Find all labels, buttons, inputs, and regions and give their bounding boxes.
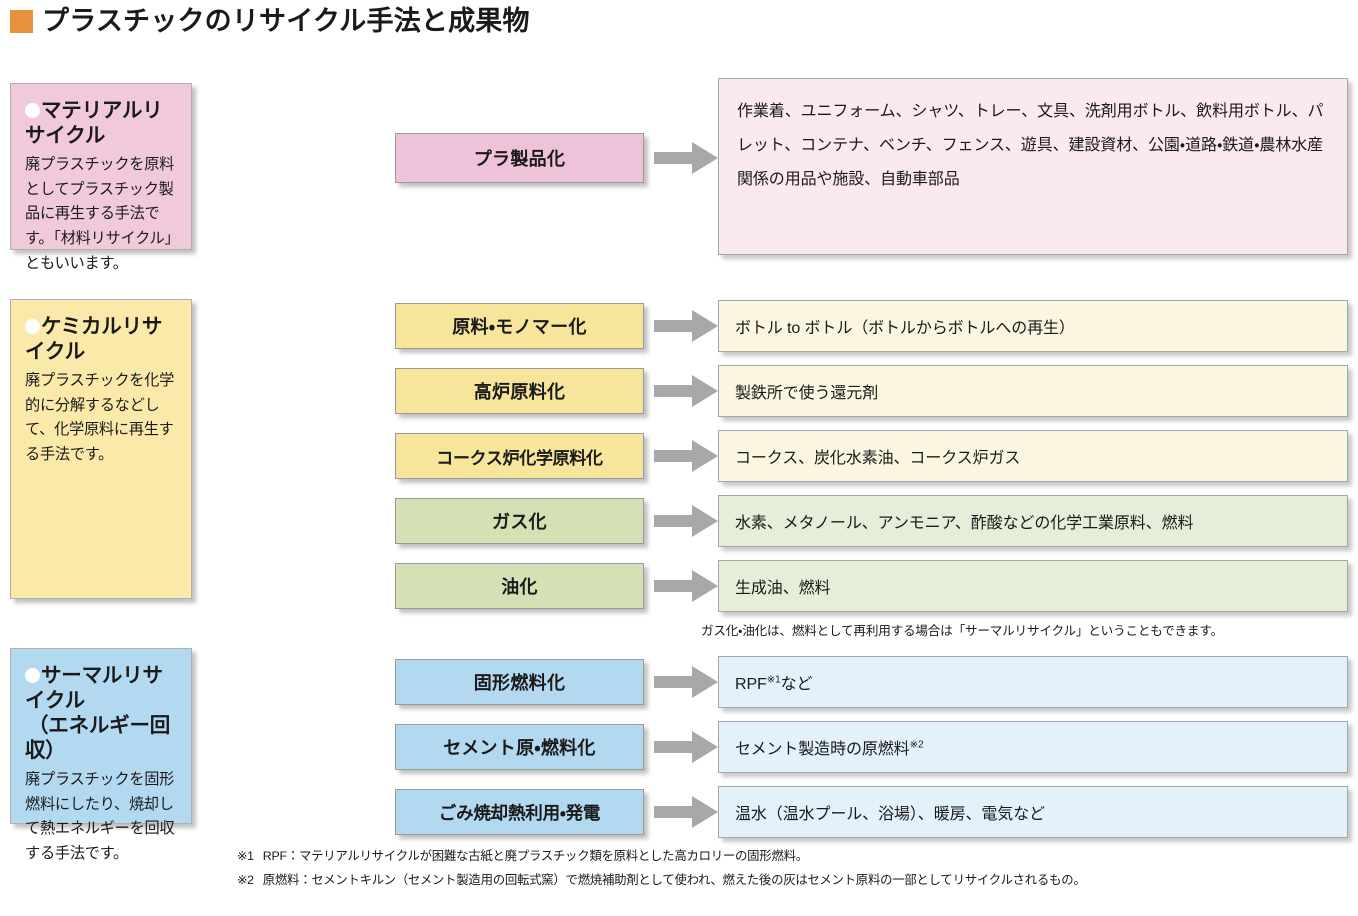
arrow-icon-chemical-0 [654, 309, 718, 343]
method-box-label: ガス化 [492, 512, 547, 532]
result-box-chemical-3: 水素、メタノール、アンモニア、酢酸などの化学工業原料、燃料 [718, 495, 1348, 547]
result-box-text: 水素、メタノール、アンモニア、酢酸などの化学工業原料、燃料 [735, 515, 1194, 532]
method-box-label: 油化 [501, 577, 538, 597]
method-box-label: 原料・モノマー化 [452, 317, 587, 337]
method-box-label: プラ製品化 [473, 149, 566, 169]
result-box-chemical-1: 製鉄所で使う還元剤 [718, 365, 1348, 417]
category-heading-material: マテリアルリサイクル [25, 98, 177, 148]
method-box-gomi-shokyaku[interactable]: ごみ焼却熱利用・発電 [395, 789, 644, 835]
category-heading-thermal-line2: （エネルギー回収） [25, 714, 171, 762]
category-panel-material: マテリアルリサイクル 廃プラスチックを原料としてプラスチック製品に再生する手法で… [10, 83, 192, 272]
result-box-thermal-1: セメント製造時の原燃料※2 [718, 721, 1348, 773]
category-heading-thermal-line1: サーマルリサイクル [25, 664, 163, 712]
result-box-text: 生成油、燃料 [735, 580, 831, 597]
result-box-text: コークス、炭化水素油、コークス炉ガス [735, 450, 1021, 467]
result-box-chemical-2: コークス、炭化水素油、コークス炉ガス [718, 430, 1348, 482]
method-box-pura-seihinka[interactable]: プラ製品化 [395, 133, 644, 183]
method-box-koro-genryoka[interactable]: 高炉原料化 [395, 368, 644, 414]
result-box-text: 製鉄所で使う還元剤 [735, 385, 879, 402]
footnote-2-text: 原燃料：セメントキルン（セメント製造用の回転式窯）で燃焼補助剤として使われ、燃え… [262, 873, 1086, 887]
result-box-material-0: 作業着、ユニフォーム、シャツ、トレー、文具、洗剤用ボトル、飲料用ボトル、パレット… [718, 78, 1348, 255]
arrow-icon-thermal-0 [654, 665, 718, 699]
result-box-thermal-0: RPF※1など [718, 656, 1348, 708]
bullet-icon [25, 668, 40, 683]
method-box-label: ごみ焼却熱利用・発電 [438, 802, 601, 823]
method-box-kokei-nenryoka[interactable]: 固形燃料化 [395, 659, 644, 705]
method-box-yuka[interactable]: 油化 [395, 563, 644, 609]
method-box-cement-nenryoka[interactable]: セメント原・燃料化 [395, 724, 644, 770]
category-heading-thermal: サーマルリサイクル （エネルギー回収） [25, 663, 177, 763]
result-box-thermal-2: 温水（温水プール、浴場）、暖房、電気など [718, 786, 1348, 838]
page-title: プラスチックのリサイクル手法と成果物 [10, 8, 530, 35]
footnote-1-mark: ※1 [237, 849, 254, 863]
result-box-text: セメント製造時の原燃料※2 [735, 739, 924, 758]
bullet-icon [25, 319, 40, 334]
category-heading-chemical: ケミカルリサイクル [25, 314, 177, 364]
category-panel-thermal: サーマルリサイクル （エネルギー回収） 廃プラスチックを固形燃料にしたり、焼却し… [10, 648, 192, 862]
method-box-label: セメント原・燃料化 [443, 738, 596, 758]
arrow-icon-chemical-3 [654, 504, 718, 538]
category-heading-material-text: マテリアルリサイクル [25, 99, 163, 147]
footnote-1-text: RPF：マテリアルリサイクルが困難な古紙と廃プラスチック類を原料とした高カロリー… [262, 849, 808, 863]
category-heading-chemical-text: ケミカルリサイクル [25, 315, 163, 363]
arrow-icon-thermal-1 [654, 730, 718, 764]
arrow-icon-material-0 [654, 141, 718, 175]
method-box-label: コークス炉化学原料化 [436, 448, 603, 468]
arrow-icon-chemical-1 [654, 374, 718, 408]
method-box-gasuka[interactable]: ガス化 [395, 498, 644, 544]
method-box-label: 固形燃料化 [473, 673, 566, 693]
result-box-chemical-4: 生成油、燃料 [718, 560, 1348, 612]
result-box-text: RPF※1など [735, 674, 813, 693]
footnote-2-mark: ※2 [237, 873, 254, 887]
arrow-icon-chemical-4 [654, 569, 718, 603]
result-box-chemical-0: ボトル to ボトル（ボトルからボトルへの再生） [718, 300, 1348, 352]
footnote-1: ※1 RPF：マテリアルリサイクルが困難な古紙と廃プラスチック類を原料とした高カロ… [237, 846, 808, 864]
category-description-material: 廃プラスチックを原料としてプラスチック製品に再生する手法です。「材料リサイクル」… [25, 156, 175, 272]
result-box-text: 温水（温水プール、浴場）、暖房、電気など [735, 806, 1046, 823]
title-marker-icon [10, 10, 33, 33]
category-description-thermal: 廃プラスチックを固形燃料にしたり、焼却して熱エネルギーを回収する手法です。 [25, 771, 175, 862]
arrow-icon-chemical-2 [654, 439, 718, 473]
footnote-ref-2: ※2 [909, 739, 924, 751]
footnote-ref-1: ※1 [766, 674, 781, 686]
chemical-section-note: ガス化・油化は、燃料として再利用する場合は「サーマルリサイクル」ということもでき… [701, 624, 1223, 638]
footnote-2: ※2 原燃料：セメントキルン（セメント製造用の回転式窯）で燃焼補助剤として使われ、… [237, 870, 1086, 888]
method-box-genryo-monomer[interactable]: 原料・モノマー化 [395, 303, 644, 349]
page-title-text: プラスチックのリサイクル手法と成果物 [42, 6, 530, 36]
method-box-label: 高炉原料化 [473, 382, 566, 402]
method-box-coukusu-ro[interactable]: コークス炉化学原料化 [395, 433, 644, 479]
result-box-text: 作業着、ユニフォーム、シャツ、トレー、文具、洗剤用ボトル、飲料用ボトル、パレット… [737, 103, 1324, 188]
category-panel-chemical: ケミカルリサイクル 廃プラスチックを化学的に分解するなどして、化学原料に再生する… [10, 299, 192, 599]
bullet-icon [25, 103, 40, 118]
category-description-chemical: 廃プラスチックを化学的に分解するなどして、化学原料に再生する手法です。 [25, 372, 175, 463]
arrow-icon-thermal-2 [654, 795, 718, 829]
result-box-text: ボトル to ボトル（ボトルからボトルへの再生） [735, 320, 1075, 337]
